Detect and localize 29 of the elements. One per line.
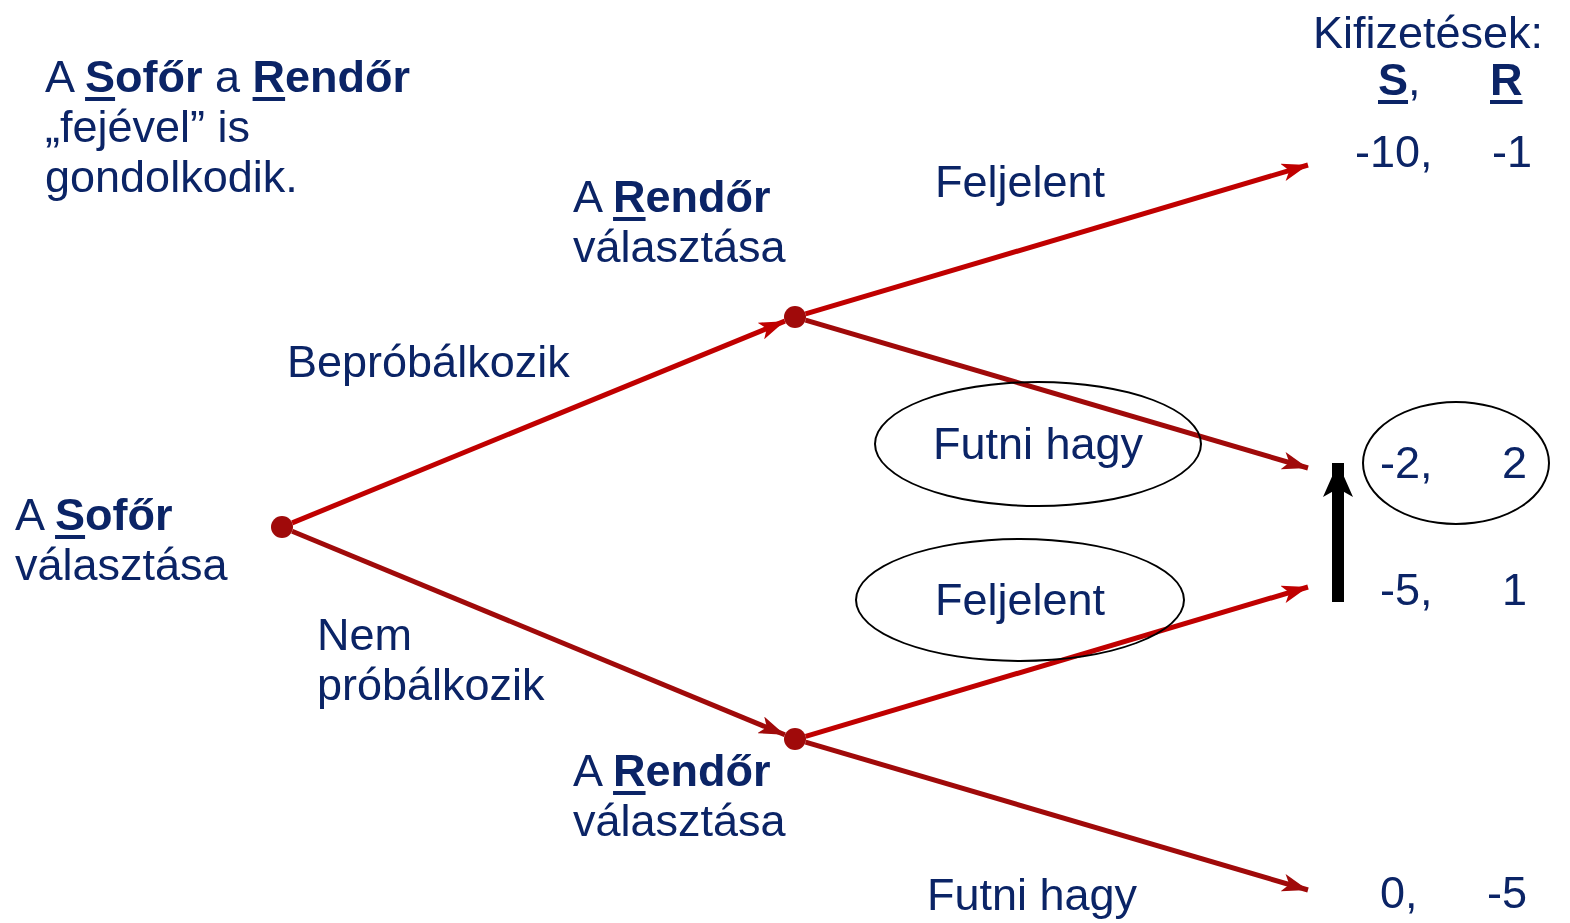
payoff-value: 2 — [1502, 438, 1528, 488]
player-initial: R — [1490, 55, 1523, 105]
payoff-header: Kifizetések: — [1313, 8, 1544, 58]
payoff-value: -10, — [1355, 127, 1433, 177]
branch-arrow — [804, 739, 1309, 893]
player-initial: S, — [1378, 55, 1421, 105]
player-choice-label: A Rendőr választása — [573, 746, 787, 846]
payoff-value: -5, — [1380, 565, 1433, 615]
highlight-ellipse — [1362, 401, 1550, 525]
player-choice-label: A Rendőr választása — [573, 172, 787, 272]
circled-edge-label: Futni hagy — [874, 381, 1202, 507]
payoff-value: -5 — [1487, 868, 1527, 918]
edge-label: Nem próbálkozik — [316, 610, 546, 710]
payoff-value: 0, — [1380, 868, 1418, 918]
branch-arrow — [291, 318, 786, 526]
choice-arrow — [1323, 463, 1353, 602]
payoff-value: -2, — [1380, 438, 1433, 488]
branch-arrow — [804, 317, 1309, 471]
payoff-value: -1 — [1492, 127, 1532, 177]
player-choice-label: A Sofőr választása — [15, 490, 229, 590]
branch-arrow — [804, 162, 1309, 317]
decision-node-dot — [784, 728, 806, 750]
note-text: A Sofőr a Rendőr „fejével” is gondolkodik. — [45, 52, 412, 202]
branch-arrow — [291, 528, 786, 738]
payoff-value: 1 — [1502, 565, 1528, 615]
circled-edge-label: Feljelent — [855, 538, 1185, 662]
decision-node-dot — [784, 306, 806, 328]
branch-arrow — [804, 584, 1309, 739]
decision-node-dot — [271, 516, 293, 538]
